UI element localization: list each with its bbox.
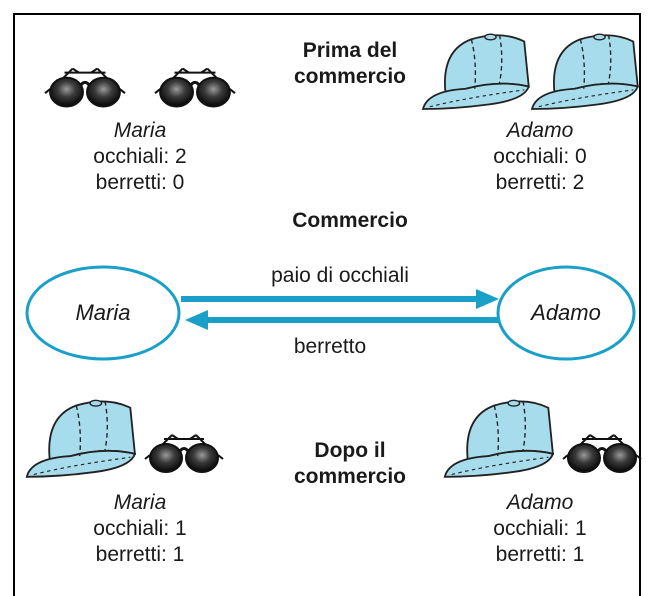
sunglasses-icon [144,430,224,476]
maria-oval-label: Maria [75,300,131,325]
arrow-right-shaft [181,296,481,302]
glasses-count: occhiali: 1 [93,517,187,540]
maria-oval [25,265,181,361]
baseball-cap-icon [22,394,142,486]
diagram-frame [13,13,641,596]
person-name: Adamo [506,119,574,142]
caps-count: berretti: 2 [495,171,585,194]
after-trade-title: Dopo il commercio [293,439,407,488]
after-maria-block: Maria occhiali: 1 berretti: 1 [60,490,220,568]
glasses-count: occhiali: 2 [93,145,187,168]
adamo-oval [496,265,636,361]
caps-count: berretti: 1 [95,543,185,566]
caps-count: berretti: 0 [95,171,185,194]
baseball-cap-icon [440,394,560,486]
trade-title: Commercio [292,209,408,232]
before-trade-title: Prima del commercio [293,39,407,88]
glasses-count: occhiali: 1 [493,517,587,540]
sunglasses-icon [562,430,642,476]
arrow-left-shaft [204,317,499,323]
person-name: Maria [113,491,167,514]
before-maria-block: Maria occhiali: 2 berretti: 0 [60,118,220,196]
person-name: Adamo [506,491,574,514]
arrow-right-label: paio di occhiali [271,264,409,287]
after-adamo-block: Adamo occhiali: 1 berretti: 1 [460,490,620,568]
caps-count: berretti: 1 [495,543,585,566]
arrow-left-head [185,310,208,330]
arrow-right-head [476,289,499,309]
person-name: Maria [113,119,167,142]
adamo-oval-label: Adamo [531,300,601,325]
glasses-count: occhiali: 0 [493,145,587,168]
before-adamo-block: Adamo occhiali: 0 berretti: 2 [460,118,620,196]
arrow-left-label: berretto [293,335,367,358]
